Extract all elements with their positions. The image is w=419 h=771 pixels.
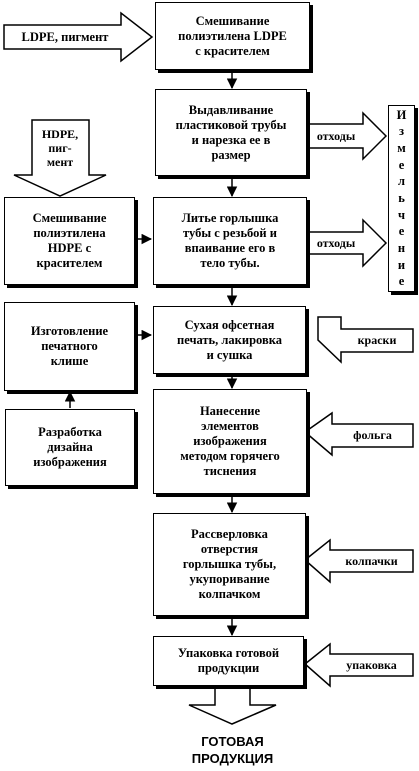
grinding-letter: е <box>398 157 405 172</box>
step-neck-molding: Литье горлышка тубы с резьбой и впаивани… <box>153 197 307 285</box>
grinding-letter: и <box>397 257 406 272</box>
grinding-letter: з <box>398 124 405 139</box>
foil-arrow <box>303 411 414 457</box>
ldpe-input-arrow <box>3 11 154 63</box>
grinding-letter: н <box>397 240 406 255</box>
paints-arrow <box>317 316 414 364</box>
step-extrusion: Выдавливание пластиковой трубы и нарезка… <box>155 89 307 176</box>
step-packing: Упаковка готовой продукции <box>153 636 304 686</box>
waste-arrow-1 <box>306 111 388 161</box>
hdpe-input-label: HDPE, пиг- мент <box>41 127 79 169</box>
waste-label-1: отходы <box>316 129 356 143</box>
foil-label: фольга <box>353 428 392 442</box>
grinding-letter: е <box>398 224 405 239</box>
packing-label: упаковка <box>346 658 397 672</box>
step-offset-print: Сухая офсетная печать, лакировка и сушка <box>153 306 306 374</box>
final-output-arrow <box>188 685 277 725</box>
grinding-letter: е <box>398 274 405 289</box>
step-hot-stamping: Нанесение элементов изображения методом … <box>153 389 307 494</box>
waste-label-2: отходы <box>316 236 356 250</box>
side-cliche-making: Изготовление печатного клише <box>4 302 135 391</box>
side-design-development: Разработка дизайна изображения <box>5 409 135 486</box>
packing-arrow <box>303 642 414 688</box>
step-drilling-capping: Рассверловка отверстия горлышка тубы, ук… <box>153 513 306 616</box>
grinding-letter: л <box>397 174 405 189</box>
hdpe-input-arrow <box>13 119 107 197</box>
side-mixing-hdpe: Смешивание полиэтилена HDPE с красителем <box>4 197 135 285</box>
step-mixing-ldpe: Смешивание полиэтилена LDPE с красителем <box>155 2 310 70</box>
paints-label: краски <box>357 333 397 347</box>
caps-arrow <box>303 538 414 584</box>
ldpe-input-label: LDPE, пигмент <box>21 30 109 44</box>
waste-arrow-2 <box>306 218 388 268</box>
grinding-letter: И <box>396 107 407 122</box>
grinding-letter: ь <box>398 190 405 205</box>
grinding-letter: м <box>397 140 406 155</box>
grinding-letter: ч <box>397 207 406 222</box>
caps-label: колпачки <box>345 554 398 568</box>
final-product-label: ГОТОВАЯ ПРОДУКЦИЯ <box>191 734 274 766</box>
